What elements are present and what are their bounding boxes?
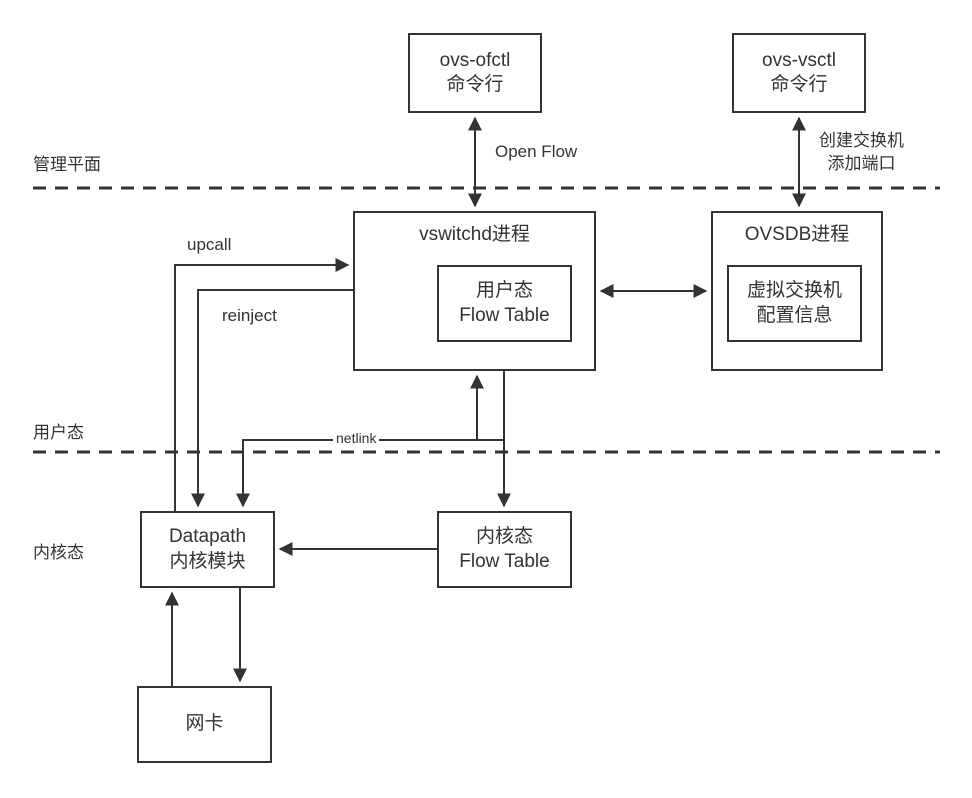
edge-upcall bbox=[174, 258, 350, 511]
node-kernel-flow-table[interactable]: 内核态 Flow Table bbox=[437, 511, 572, 588]
plane-label-management: 管理平面 bbox=[33, 155, 101, 174]
node-ovs-vsctl-line2: 命令行 bbox=[770, 74, 828, 95]
node-kernel-flow-table-line2: Flow Table bbox=[459, 550, 550, 572]
edge-label-create-switch-line2: 添加端口 bbox=[827, 153, 896, 173]
plane-label-kernel: 内核态 bbox=[33, 543, 84, 562]
node-vswitchd-label: vswitchd进程 bbox=[419, 224, 530, 245]
edge-label-create-switch-line1: 创建交换机 bbox=[819, 131, 904, 150]
edge-label-upcall: upcall bbox=[184, 235, 235, 255]
node-ovs-ofctl-line1: ovs-ofctl bbox=[439, 49, 511, 71]
node-ovs-vsctl[interactable]: ovs-vsctl 命令行 bbox=[732, 33, 866, 113]
node-user-flow-table-line2: Flow Table bbox=[459, 304, 550, 326]
node-switch-config-line1: 虚拟交换机 bbox=[746, 279, 842, 301]
node-nic-line1: 网卡 bbox=[185, 713, 224, 735]
node-datapath[interactable]: Datapath 内核模块 bbox=[140, 511, 275, 588]
node-ovs-ofctl-line2: 命令行 bbox=[446, 74, 504, 95]
edge-label-reinject: reinject bbox=[219, 306, 280, 326]
node-ovs-vsctl-line1: ovs-vsctl bbox=[762, 49, 836, 71]
plane-label-user: 用户态 bbox=[33, 423, 84, 442]
node-switch-config[interactable]: 虚拟交换机 配置信息 bbox=[727, 265, 862, 342]
edge-label-create-switch: 创建交换机 添加端口 bbox=[816, 130, 907, 176]
node-user-flow-table[interactable]: 用户态 Flow Table bbox=[437, 265, 572, 342]
node-datapath-line2: 内核模块 bbox=[169, 550, 246, 572]
edge-label-openflow: Open Flow bbox=[492, 142, 581, 162]
node-kernel-flow-table-line1: 内核态 bbox=[475, 526, 533, 548]
node-switch-config-line2: 配置信息 bbox=[756, 304, 833, 326]
node-user-flow-table-line1: 用户态 bbox=[475, 279, 533, 301]
node-ovs-ofctl[interactable]: ovs-ofctl 命令行 bbox=[408, 33, 542, 113]
edge-label-netlink: netlink bbox=[333, 430, 380, 446]
node-datapath-line1: Datapath bbox=[168, 526, 247, 548]
node-ovsdb-label: OVSDB进程 bbox=[744, 224, 850, 245]
node-nic[interactable]: 网卡 bbox=[137, 686, 272, 763]
